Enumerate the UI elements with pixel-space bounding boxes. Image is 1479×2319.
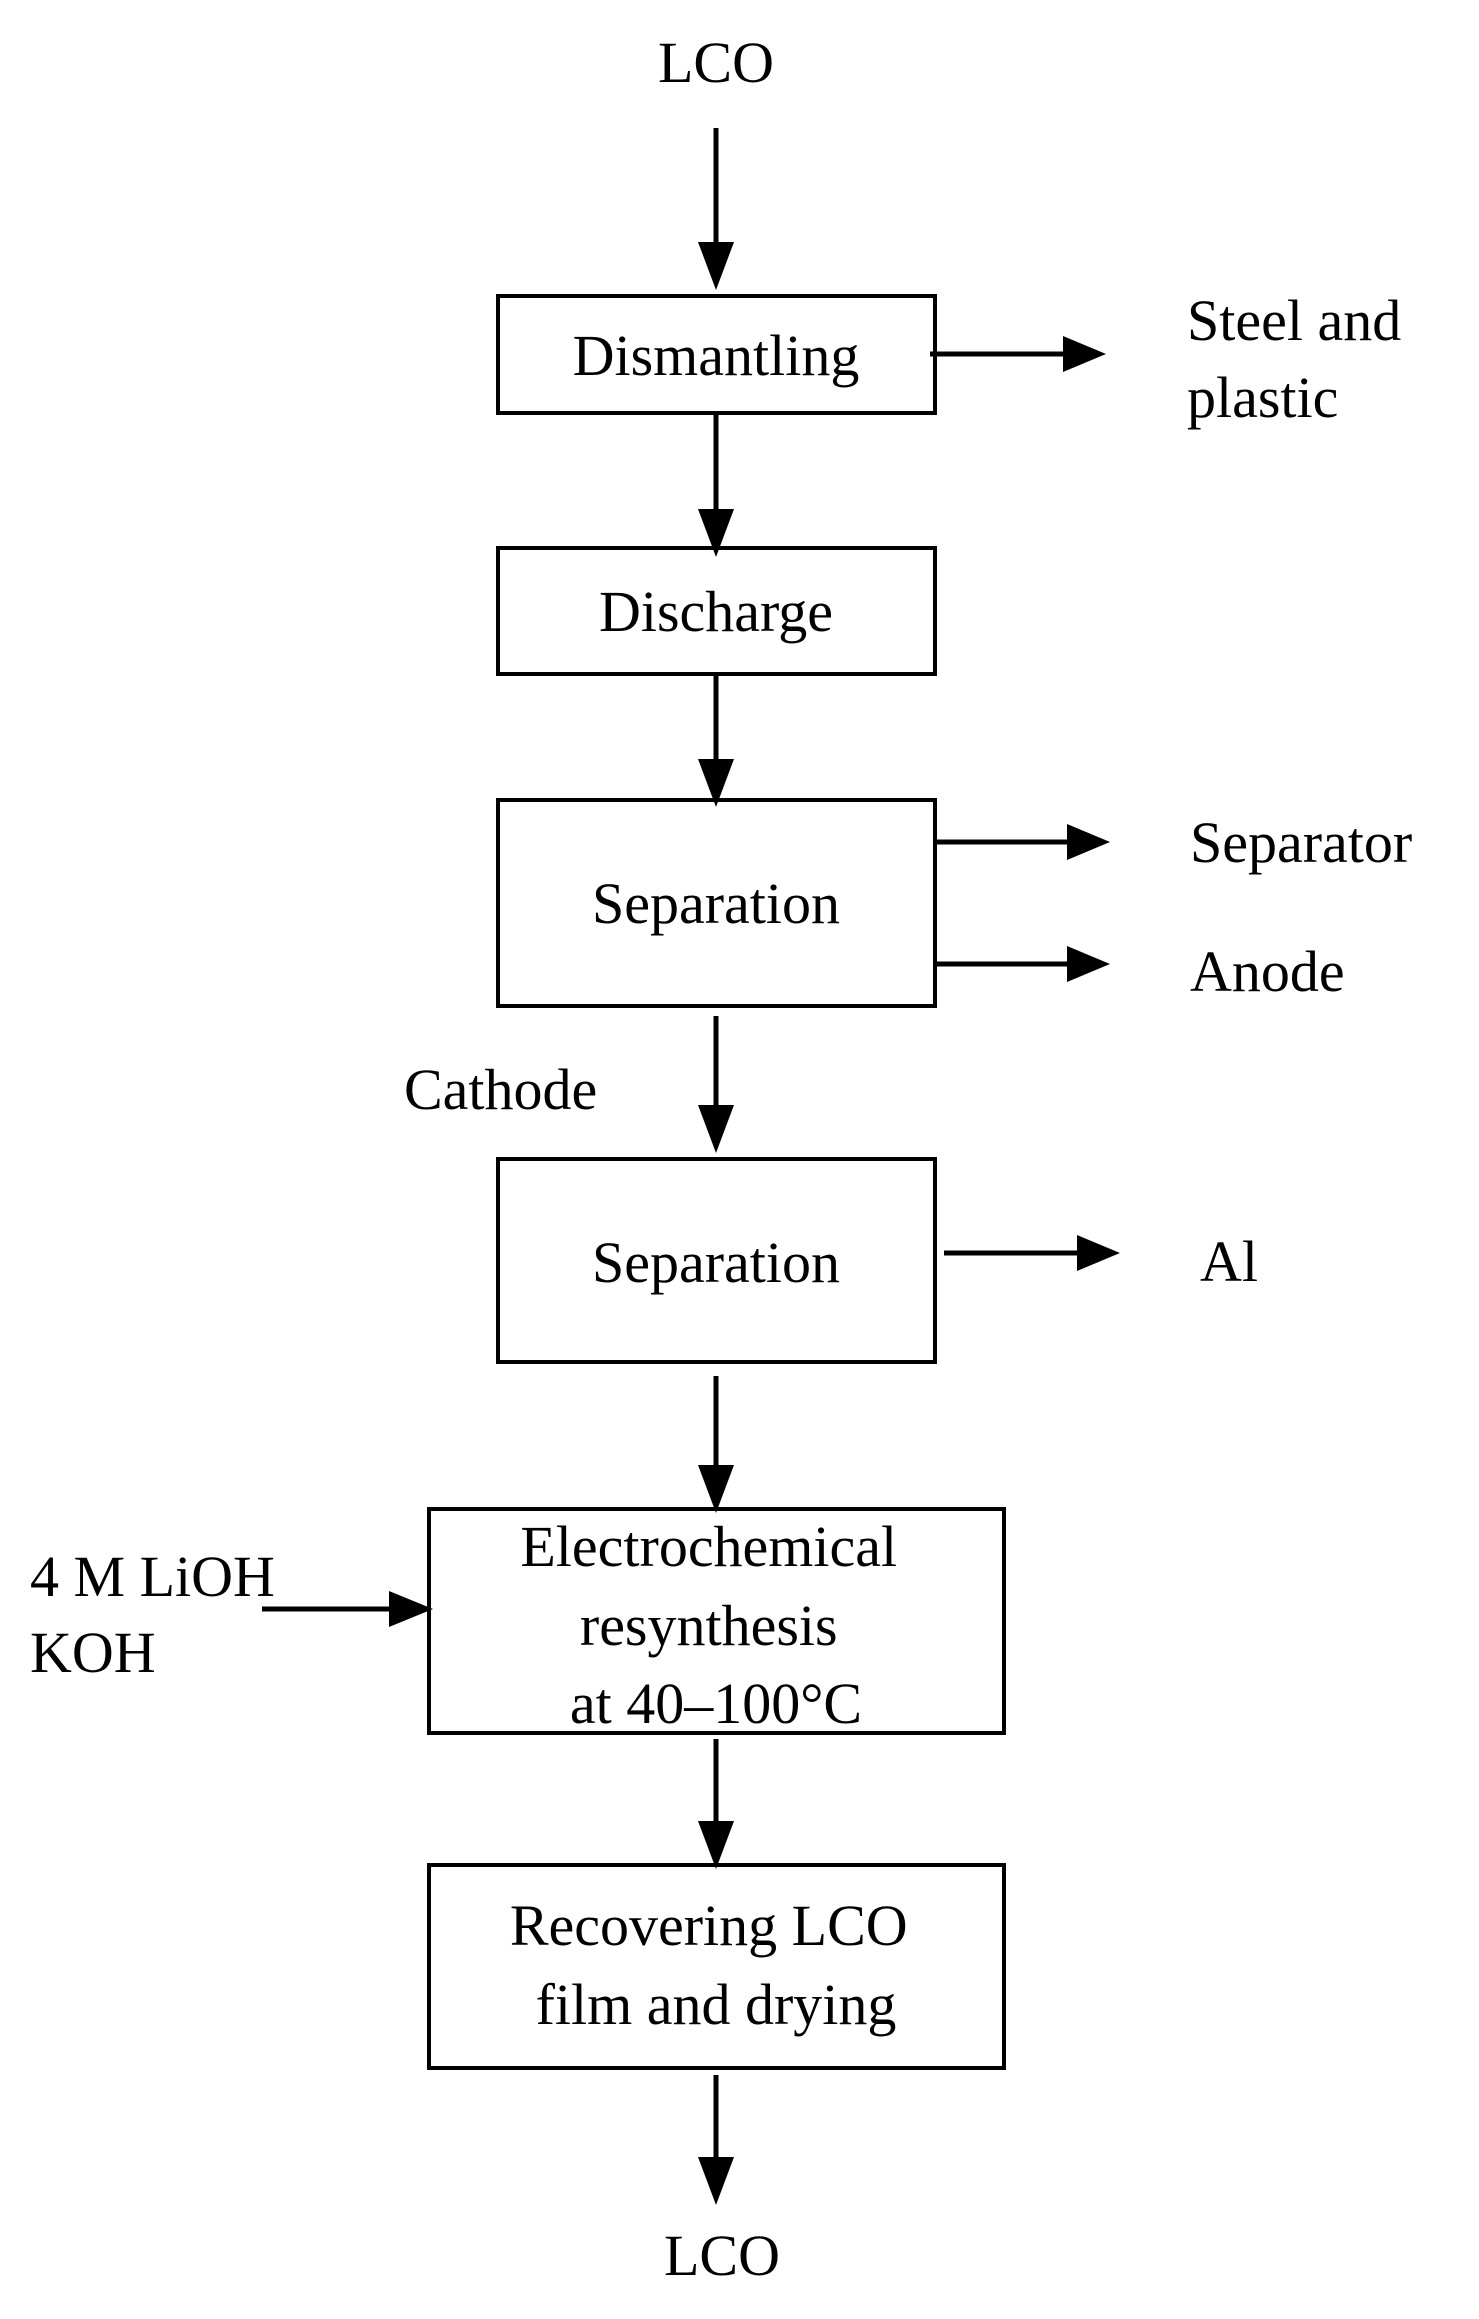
- step-discharge-label: Discharge: [599, 579, 833, 644]
- step-separation-2-label: Separation: [592, 1230, 840, 1295]
- step-dismantling-box: [496, 294, 937, 415]
- output-anode-label: Anode: [1190, 939, 1345, 1004]
- step-discharge-box: [496, 546, 937, 676]
- arrow-separation-to-electrochemical: [698, 1376, 734, 1513]
- input-lco-label: LCO: [658, 30, 774, 95]
- arrow-dismantling-to-discharge: [698, 413, 734, 557]
- arrow-discharge-to-separation: [698, 674, 734, 807]
- output-separator-label: Separator: [1190, 810, 1412, 875]
- output-al-label: Al: [1200, 1229, 1258, 1294]
- arrow-to-anode: [935, 946, 1110, 982]
- step-electrochemical-label: Electrochemical resynthesis at 40–100°C: [520, 1514, 911, 1736]
- arrow-separation-to-separation: [698, 1016, 734, 1153]
- arrow-to-steel-plastic: [930, 336, 1106, 372]
- output-lco-label: LCO: [664, 2223, 780, 2288]
- arrow-reagents-in: [262, 1591, 433, 1627]
- output-steel-plastic-label: Steel and plastic: [1187, 288, 1416, 430]
- step-separation-2-box: [496, 1157, 937, 1364]
- step-separation-1-label: Separation: [592, 871, 840, 936]
- arrow-to-separator: [935, 824, 1110, 860]
- step-dismantling-label: Dismantling: [573, 323, 860, 388]
- arrow-electrochemical-to-recovering: [698, 1739, 734, 1869]
- reagents-label: 4 M LiOH KOH: [30, 1544, 289, 1685]
- step-recovering-box: [427, 1863, 1006, 2070]
- arrow-input-to-dismantling: [698, 128, 734, 290]
- cathode-label: Cathode: [404, 1057, 597, 1122]
- step-electrochemical-box: [427, 1507, 1006, 1735]
- arrow-recovering-to-output: [698, 2075, 734, 2205]
- arrow-to-al: [944, 1235, 1120, 1271]
- step-recovering-label: Recovering LCO film and drying: [510, 1893, 922, 2037]
